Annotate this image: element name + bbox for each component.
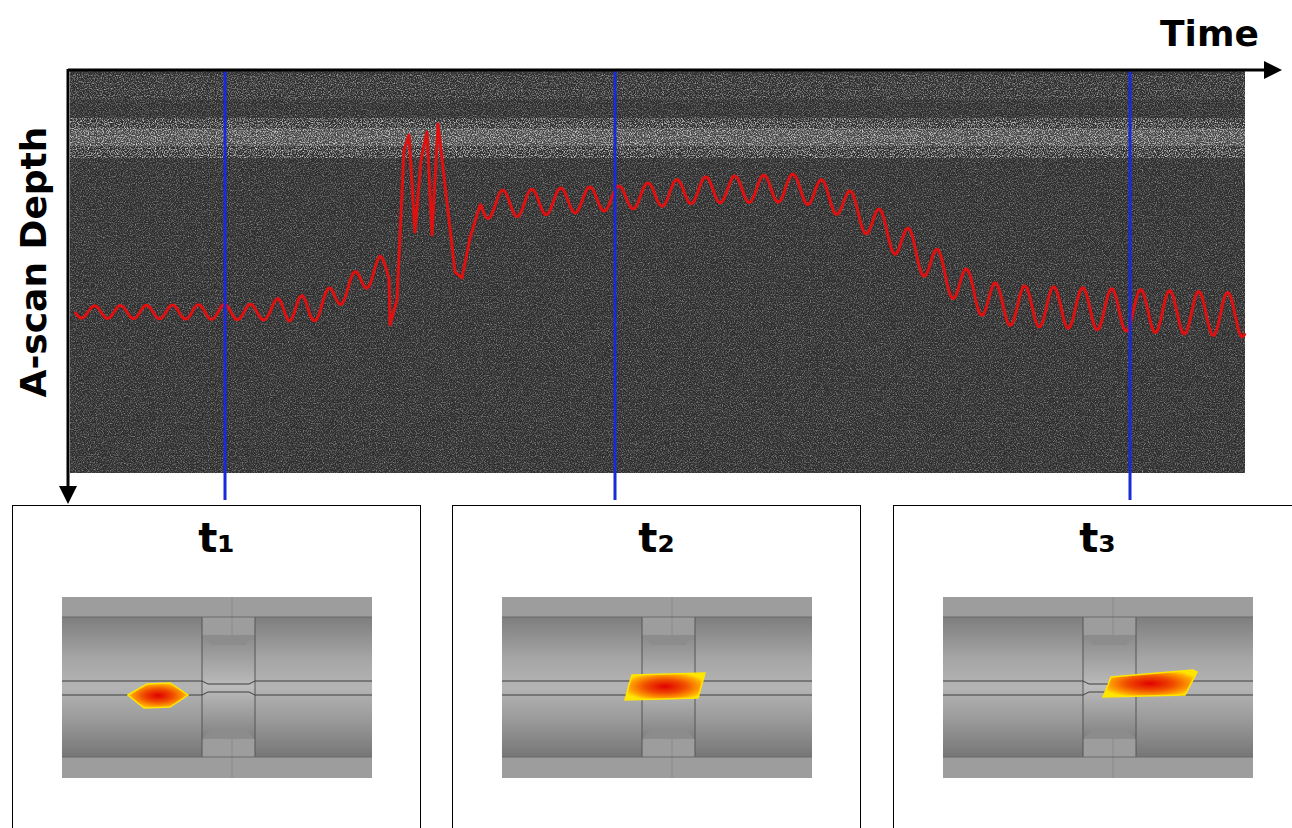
time-label: t₂ [453, 506, 860, 560]
time-panel: t₃ [893, 505, 1292, 828]
time-panel: t₁ [12, 505, 421, 828]
time-label: t₁ [13, 506, 420, 560]
time-panel: t₂ [452, 505, 861, 828]
axis-title: Time [1160, 14, 1259, 54]
axis-title: A-scan Depth [14, 127, 54, 398]
time-label: t₃ [894, 506, 1292, 560]
